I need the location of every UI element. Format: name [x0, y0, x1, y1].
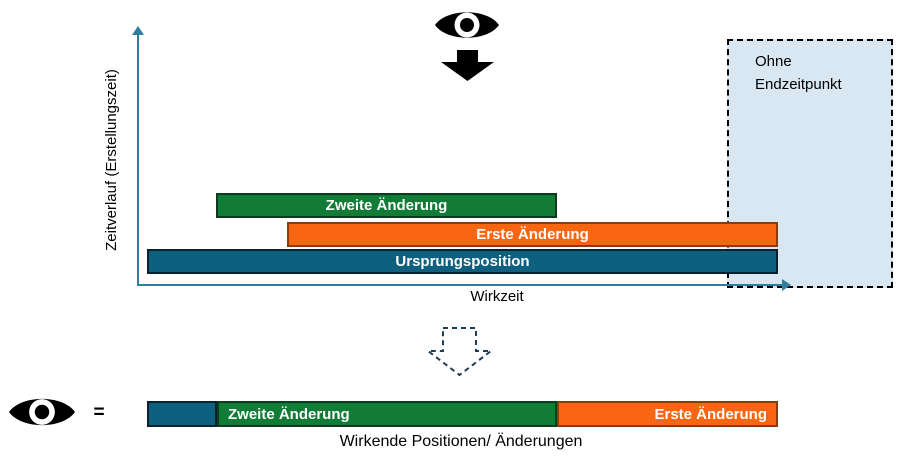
result-segment-zweite: Zweite Änderung [217, 401, 557, 427]
y-axis-line [137, 33, 139, 286]
result-segment-ursprung [147, 401, 217, 427]
x-axis-arrowhead-icon [782, 279, 791, 291]
y-axis-arrowhead-icon [132, 26, 144, 35]
x-axis-label: Wirkzeit [470, 288, 524, 305]
bar-zweite-aenderung: Zweite Änderung [216, 193, 557, 218]
x-axis-line [137, 284, 783, 286]
bar-erste-aenderung: Erste Änderung [287, 222, 778, 247]
eye-icon [9, 398, 75, 426]
equals-sign: = [93, 402, 105, 423]
eye-icon [435, 12, 499, 38]
no-endpoint-label: Ohne Endzeitpunkt [755, 53, 842, 93]
bar-ursprungsposition: Ursprungsposition [147, 249, 778, 274]
bar-ursprungsposition-label: Ursprungsposition [395, 253, 530, 270]
y-axis-label: Zeitverlauf (Erstellungszeit) [103, 69, 120, 251]
bar-zweite-aenderung-label: Zweite Änderung [325, 197, 448, 214]
result-segment-erste-label: Erste Änderung [654, 405, 767, 423]
result-segment-zweite-label: Zweite Änderung [228, 405, 350, 423]
result-caption: Wirkende Positionen/ Änderungen [339, 433, 583, 450]
down-arrow-icon [441, 50, 494, 81]
dashed-down-arrow-icon [426, 327, 493, 377]
bar-erste-aenderung-label: Erste Änderung [476, 226, 589, 243]
result-segment-erste: Erste Änderung [557, 401, 778, 427]
